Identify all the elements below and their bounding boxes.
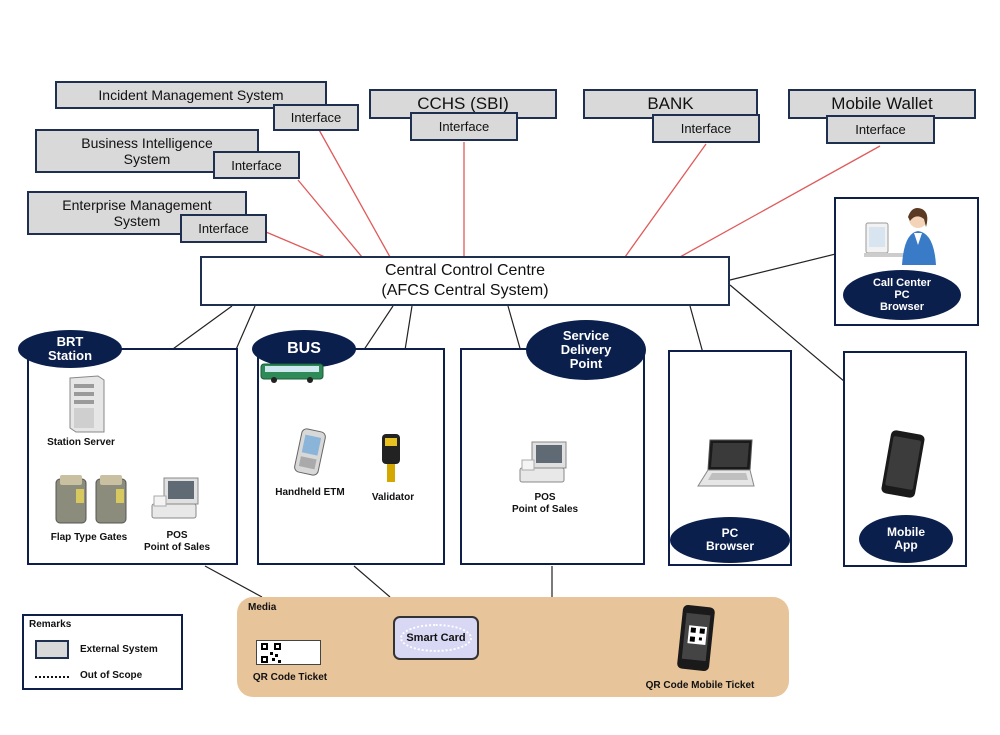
central-subtitle: (AFCS Central System) [381, 282, 549, 299]
interface-label: Interface [438, 119, 490, 134]
cchs-label: CCHS (SBI) [417, 94, 509, 114]
pc-browser-title: PC Browser [705, 525, 755, 553]
link-wallet [679, 145, 881, 258]
ems-interface-box: Interface [180, 214, 267, 243]
service-pos-label: POS Point of Sales [500, 492, 590, 516]
station-server-text: Station Server [47, 437, 115, 448]
validator-icon [382, 434, 400, 482]
link-ems [265, 231, 326, 258]
brt-title: BRT Station [47, 333, 93, 363]
legend-external-label: External System [80, 644, 158, 655]
service-point-title: Service Delivery Point [560, 327, 612, 372]
incident-label: Incident Management System [98, 86, 284, 103]
remarks-title-text: Remarks [29, 619, 72, 630]
link-brt-media [204, 565, 263, 598]
call-center-title: Call Center PC Browser [872, 276, 932, 314]
call-center-label-oval: Call Center PC Browser [843, 270, 961, 320]
interface-label: Interface [290, 110, 342, 125]
bus-label-oval: BUS [252, 330, 356, 368]
brt-station-panel [27, 348, 238, 565]
smart-card-outline: Smart Card [400, 624, 472, 652]
interface-label: Interface [231, 157, 282, 173]
ems-label: Enterprise Management System [62, 196, 212, 229]
handheld-etm-text: Handheld ETM [275, 487, 345, 498]
legend-out-of-scope-label: Out of Scope [80, 670, 142, 681]
flap-gates-label: Flap Type Gates [42, 532, 136, 544]
business-intelligence-box: Business Intelligence System [35, 129, 259, 173]
mobile-app-title: Mobile App [887, 524, 925, 552]
interface-label: Interface [855, 122, 906, 137]
legend-dotted-line [35, 676, 69, 678]
smart-card-label: Smart Card [406, 632, 466, 644]
pc-browser-label-oval: PC Browser [670, 517, 790, 563]
flap-gates-text: Flap Type Gates [50, 532, 128, 543]
interface-label: Interface [680, 121, 732, 136]
smart-card: Smart Card [393, 616, 479, 660]
validator-label: Validator [358, 492, 428, 504]
cchs-interface-box: Interface [410, 112, 518, 141]
validator-text: Validator [371, 492, 415, 503]
bank-label: BANK [647, 94, 694, 114]
enterprise-management-box: Enterprise Management System [27, 191, 247, 235]
link-bank [624, 143, 707, 258]
legend-external-text: External System [80, 644, 158, 655]
laptop-icon [697, 439, 755, 487]
bus-title: BUS [287, 340, 321, 358]
qr-mobile-text: QR Code Mobile Ticket [645, 680, 755, 691]
bi-label: Business Intelligence System [81, 134, 213, 167]
legend-out-of-scope-text: Out of Scope [80, 670, 143, 681]
legend-external-swatch [35, 640, 69, 659]
qr-ticket [256, 640, 321, 665]
handheld-etm-icon [294, 428, 326, 476]
bi-interface-box: Interface [213, 151, 300, 179]
link-incident [317, 127, 391, 258]
link-bi [297, 179, 363, 258]
incident-interface-box: Interface [273, 104, 359, 131]
service-pos-icon [519, 441, 567, 483]
qr-mobile-label: QR Code Mobile Ticket [636, 680, 764, 692]
bus-panel [257, 348, 445, 565]
incident-management-box: Incident Management System [55, 81, 327, 109]
link-bus-media [353, 565, 391, 598]
wallet-interface-box: Interface [826, 115, 935, 144]
mobile-app-label-oval: Mobile App [859, 515, 953, 563]
qr-ticket-text: QR Code Ticket [252, 672, 328, 683]
qr-ticket-label: QR Code Ticket [244, 672, 336, 684]
brt-pos-icon [151, 477, 199, 519]
media-title-text: Media [248, 602, 277, 613]
call-center-agent-icon [864, 208, 936, 265]
flap-gates-icon [55, 475, 127, 524]
media-title: Media [248, 602, 276, 613]
service-point-label-oval: Service Delivery Point [526, 320, 646, 380]
station-server-label: Station Server [40, 437, 122, 449]
brt-pos-label: POS Point of Sales [134, 530, 220, 554]
station-server-icon [69, 375, 105, 433]
bank-interface-box: Interface [652, 114, 760, 143]
remarks-title: Remarks [29, 619, 71, 630]
central-title: Central Control Centre [384, 262, 546, 279]
brt-station-label-oval: BRT Station [18, 330, 122, 368]
wallet-label: Mobile Wallet [831, 94, 933, 114]
smartphone-icon [881, 430, 925, 498]
service-pos-text: POS Point of Sales [511, 492, 579, 515]
mobile-ticket-icon [677, 604, 715, 672]
bus-icon [260, 363, 324, 383]
handheld-etm-label: Handheld ETM [270, 487, 350, 499]
central-control-centre: Central Control Centre (AFCS Central Sys… [200, 256, 730, 306]
interface-label: Interface [198, 221, 249, 236]
qr-code-icon [260, 642, 282, 664]
brt-pos-text: POS Point of Sales [143, 530, 211, 553]
